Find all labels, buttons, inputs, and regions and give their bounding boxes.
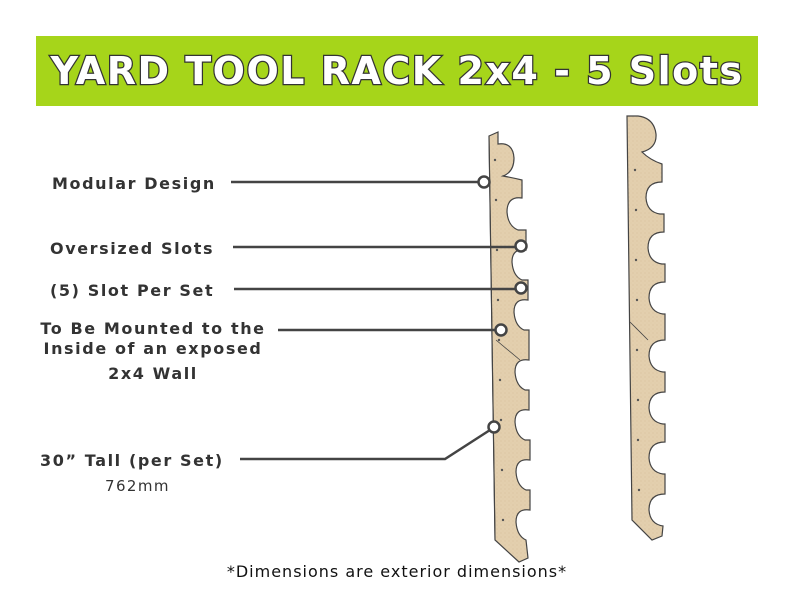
leader-modular-dot: [477, 175, 491, 189]
rack-right-body: [626, 115, 666, 541]
callout-height-metric: 762mm: [105, 477, 170, 495]
leader-slots-dot: [514, 281, 528, 295]
title-banner: YARD TOOL RACK 2x4 - 5 Slots: [36, 36, 758, 106]
rack-left-joint: [495, 339, 521, 361]
rack-left-screw-holes: [493, 158, 505, 522]
page-title: YARD TOOL RACK 2x4 - 5 Slots: [49, 48, 744, 95]
callout-mount-line2: Inside of an exposed: [43, 339, 263, 358]
footnote: *Dimensions are exterior dimensions*: [226, 562, 568, 581]
callout-height: 30” Tall (per Set): [40, 451, 224, 470]
leader-oversized-dot: [514, 239, 528, 253]
rack-right: [626, 115, 666, 541]
rack-right-screw-holes: [633, 168, 641, 492]
callout-mount-line3: 2x4 Wall: [108, 364, 198, 383]
leader-tall-dot: [487, 420, 501, 434]
leader-mount-dot: [494, 323, 508, 337]
rack-left-edge: [488, 135, 496, 541]
rack-right-joint: [629, 321, 649, 341]
leader-tall: [240, 428, 491, 461]
callout-modular-design: Modular Design: [52, 174, 216, 193]
callout-slot-per-set: (5) Slot Per Set: [50, 281, 215, 300]
rack-left: [488, 131, 531, 563]
rack-left-body: [488, 131, 531, 563]
callout-mount-line1: To Be Mounted to the: [40, 319, 266, 338]
callout-lines: [231, 175, 528, 461]
callout-oversized-slots: Oversized Slots: [50, 239, 215, 258]
